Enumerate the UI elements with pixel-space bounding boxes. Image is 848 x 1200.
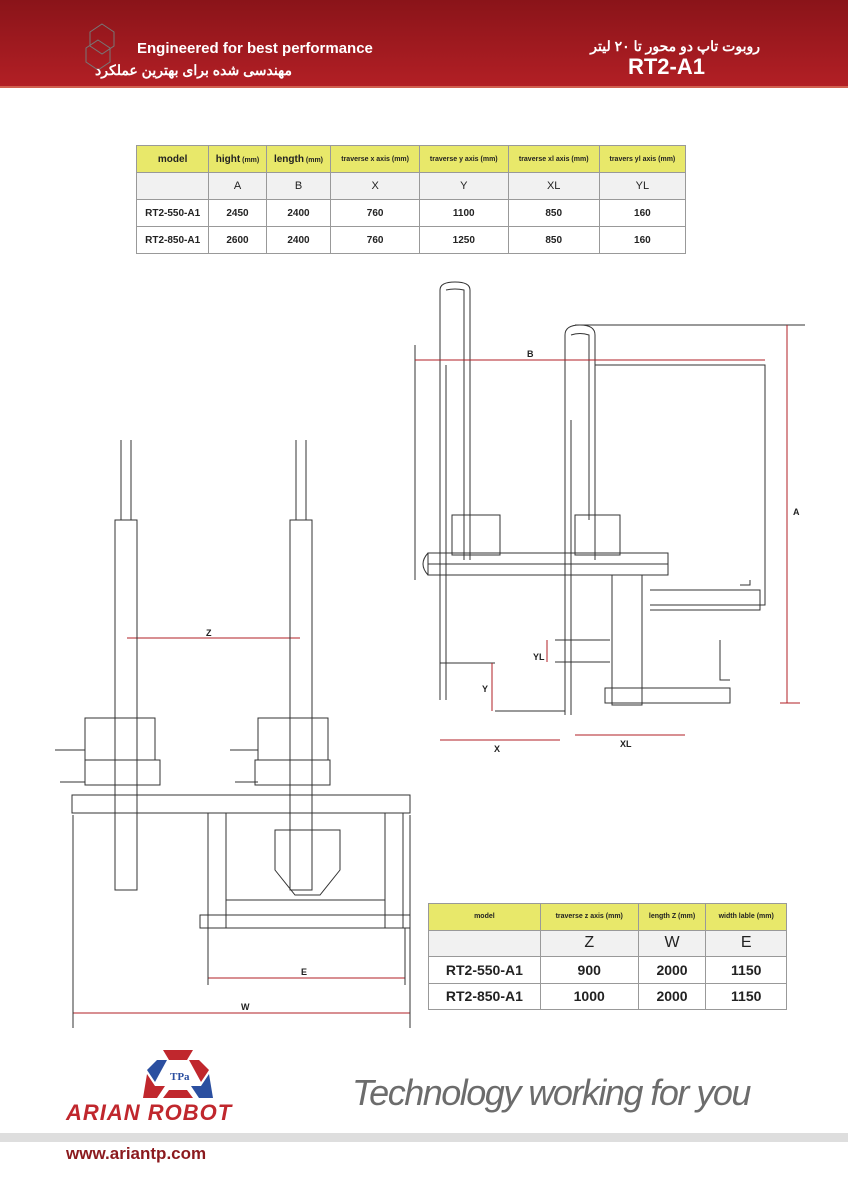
table-cell: E [705,929,787,957]
table-cell: W [637,929,707,957]
product-model: RT2-A1 [627,54,705,79]
table-cell: 1150 [705,982,787,1010]
header-cell: hight (mm) [208,145,267,173]
table-cell: B [265,172,332,200]
header-cell: length Z (mm) [637,903,707,931]
table-cell: RT2-850-A1 [428,982,541,1010]
table-cell: Y [418,172,509,200]
table-cell: 2000 [637,956,707,984]
tagline-english: Engineered for best performance [137,40,373,57]
table-cell [428,929,541,957]
header-banner: Engineered for best performance مهندسی ش… [0,0,848,88]
dimension-label-z: Z [206,628,212,638]
header-cell: length (mm) [265,145,332,173]
website-link[interactable]: www.ariantp.com [66,1144,207,1163]
brand-name: ARIAN ROBOT [66,1100,233,1125]
dimension-label-xl: XL [620,739,632,749]
table-cell [135,172,210,200]
dimension-label-e: E [301,967,307,977]
table-cell: 2600 [208,226,267,254]
header-cell: traverse z axis (mm) [539,903,639,931]
table-cell: Z [539,929,639,957]
header-cell: width lable (mm) [705,903,787,931]
footer-divider [0,1133,848,1142]
header-cell: model [135,145,210,173]
table-cell: 1150 [705,956,787,984]
side-view-drawing [414,281,805,715]
table-cell: X [330,172,420,200]
dimension-label-yl: YL [533,652,545,662]
dimension-label-b: B [527,349,534,359]
table-cell: RT2-550-A1 [428,956,541,984]
table-cell: 850 [507,226,600,254]
logo-mark-text: TPa [170,1071,190,1083]
dimension-label-a: A [793,507,800,517]
header-cell: traverse y axis (mm) [418,145,509,173]
table-cell: 1250 [418,226,509,254]
spec-table-dimensions: model hight (mm) length (mm) traverse x … [135,145,687,254]
dimension-label-x: X [494,744,500,754]
header-cell: traverse x axis (mm) [330,145,420,173]
table-cell: 160 [598,199,687,227]
table-cell: XL [507,172,600,200]
slogan: Technology working for you [352,1072,751,1113]
hexagon-logo-icon [85,23,115,71]
dimension-lines [73,325,800,1014]
table-cell: 160 [598,226,687,254]
product-title-persian: روبوت تاپ دو محور تا ۲۰ لیتر [590,38,760,54]
table-cell: 900 [539,956,639,984]
header-cell: model [428,903,541,931]
dimension-label-y: Y [482,684,488,694]
table-cell: 2000 [637,982,707,1010]
table-cell: 1000 [539,982,639,1010]
front-view-drawing [55,440,411,1028]
tagline-persian: مهندسی شده برای بهترین عملکرد [95,62,292,78]
arian-robot-logo-icon: TPa [143,1050,213,1098]
dimension-label-w: W [241,1002,250,1012]
